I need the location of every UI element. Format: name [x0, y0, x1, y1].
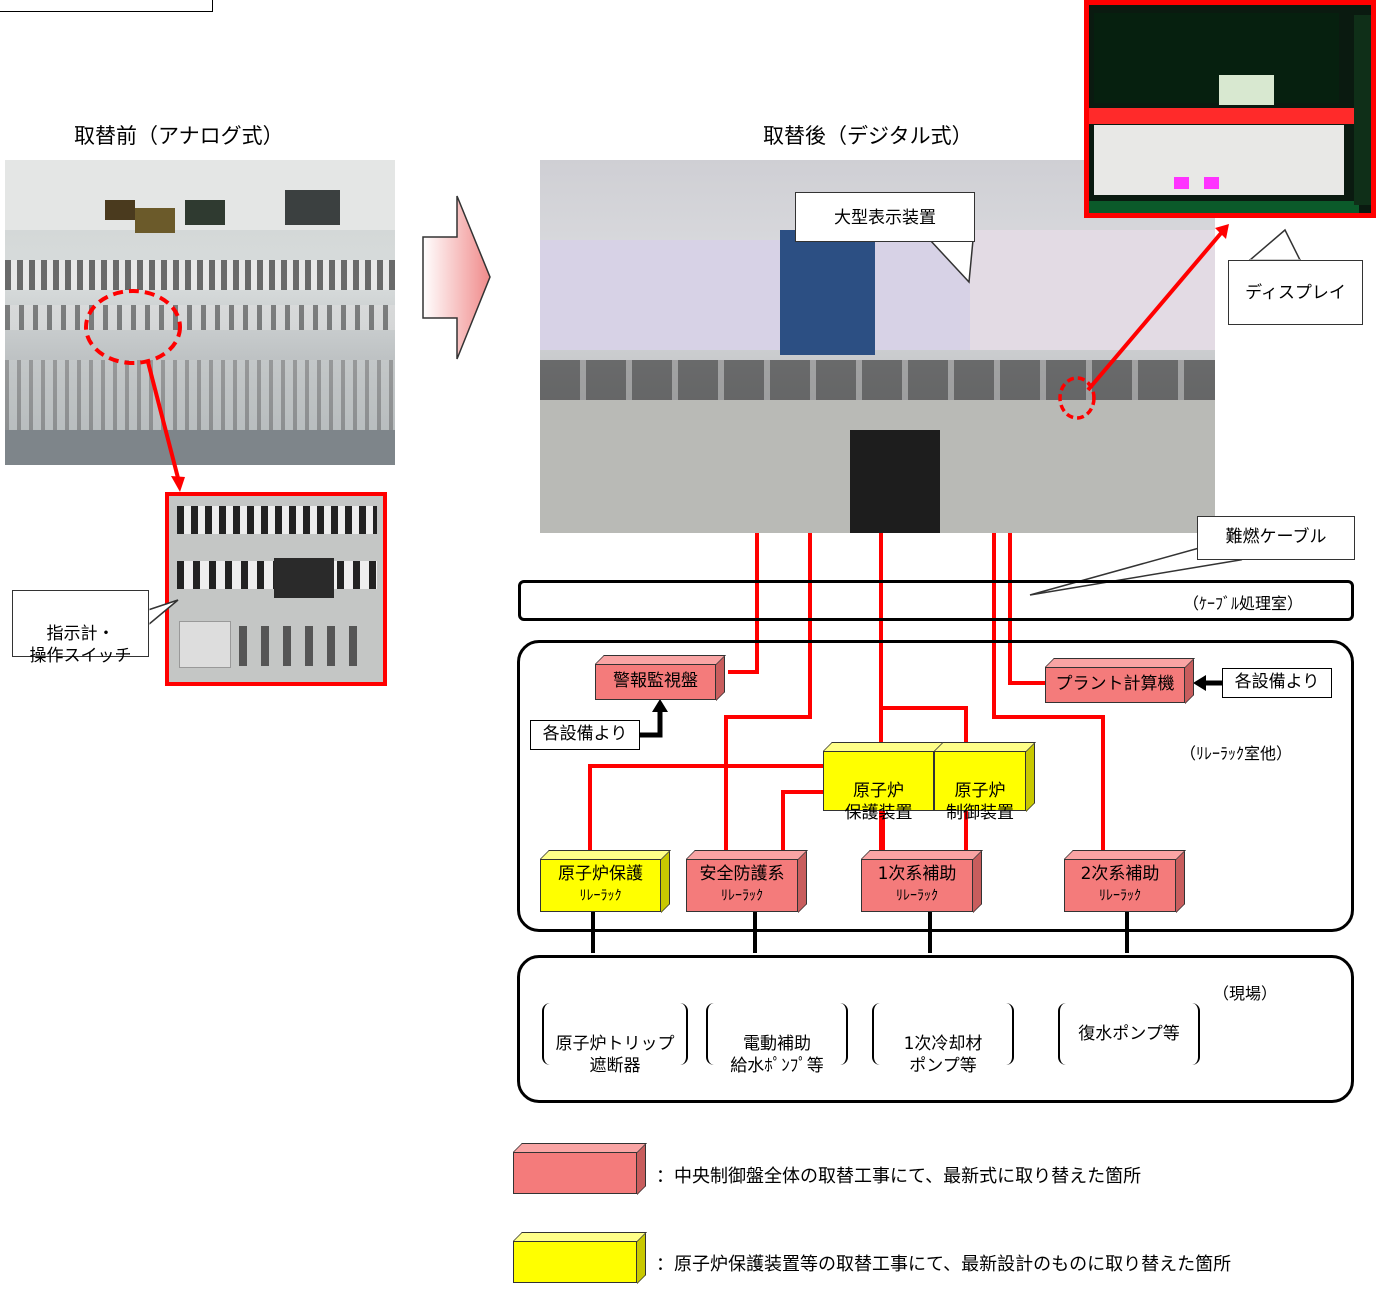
field-item-motor-aux-feedwater-pump: 電動補助 給水ﾎﾟﾝﾌﾟ等 [706, 1003, 848, 1076]
indicator-switch-callout: 指示計・ 操作スイッチ [12, 590, 149, 666]
plant-computer-box: プラント計算機 [1044, 657, 1195, 704]
field-item-condensate-pump: 復水ポンプ等 [1058, 1003, 1200, 1065]
reactor-protection-device: 原子炉 保護装置 [822, 742, 944, 823]
relay-room-label: （ﾘﾚｰﾗｯｸ室他） [1180, 744, 1293, 763]
secondary-aux-relay-rack: 2次系補助 ﾘﾚｰﾗｯｸ [1063, 849, 1186, 913]
after-title: 取替後（デジタル式） [763, 124, 973, 148]
legend-pink-text: ：中央制御盤全体の取替工事にて、最新式に取り替えた箇所 [656, 1166, 1142, 1187]
transition-arrow [422, 195, 491, 360]
legend-yellow-text: ：原子炉保護装置等の取替工事にて、最新設計のものに取り替えた箇所 [656, 1254, 1232, 1275]
large-display-callout: 大型表示装置 [795, 192, 975, 242]
analog-panel-photo [5, 160, 395, 465]
cable-room-label: （ｹｰﾌﾞﾙ処理室） [1183, 594, 1304, 613]
legend-pink-swatch [512, 1142, 647, 1195]
relay-room-frame [517, 640, 1354, 932]
from-equipment-right: 各設備より [1222, 668, 1332, 698]
site-label: （現場） [1213, 984, 1278, 1003]
before-title: 取替前（アナログ式） [74, 124, 284, 148]
alarm-monitor-box: 警報監視盤 [594, 654, 726, 701]
reactor-protection-relay-rack: 原子炉保護 ﾘﾚｰﾗｯｸ [539, 849, 671, 913]
display-callout: ディスプレイ [1228, 260, 1363, 325]
cable-room-band [518, 580, 1354, 621]
reactor-control-device: 原子炉 制御装置 [933, 741, 1036, 823]
corner-box [0, 0, 213, 12]
fire-cable-callout: 難燃ケーブル [1197, 516, 1355, 560]
primary-aux-relay-rack: 1次系補助 ﾘﾚｰﾗｯｸ [860, 849, 983, 913]
field-item-primary-coolant-pump: 1次冷却材 ポンプ等 [872, 1003, 1014, 1076]
legend-yellow-swatch [512, 1231, 647, 1284]
display-screenshot [1084, 0, 1376, 218]
field-item-reactor-trip-breaker: 原子炉トリップ 遮断器 [542, 1003, 688, 1076]
safety-protection-relay-rack: 安全防護系 ﾘﾚｰﾗｯｸ [685, 849, 808, 913]
indicator-panel-photo [165, 492, 387, 686]
site-frame [517, 955, 1354, 1103]
from-equipment-left: 各設備より [530, 720, 640, 750]
digital-control-room-photo [540, 160, 1215, 533]
